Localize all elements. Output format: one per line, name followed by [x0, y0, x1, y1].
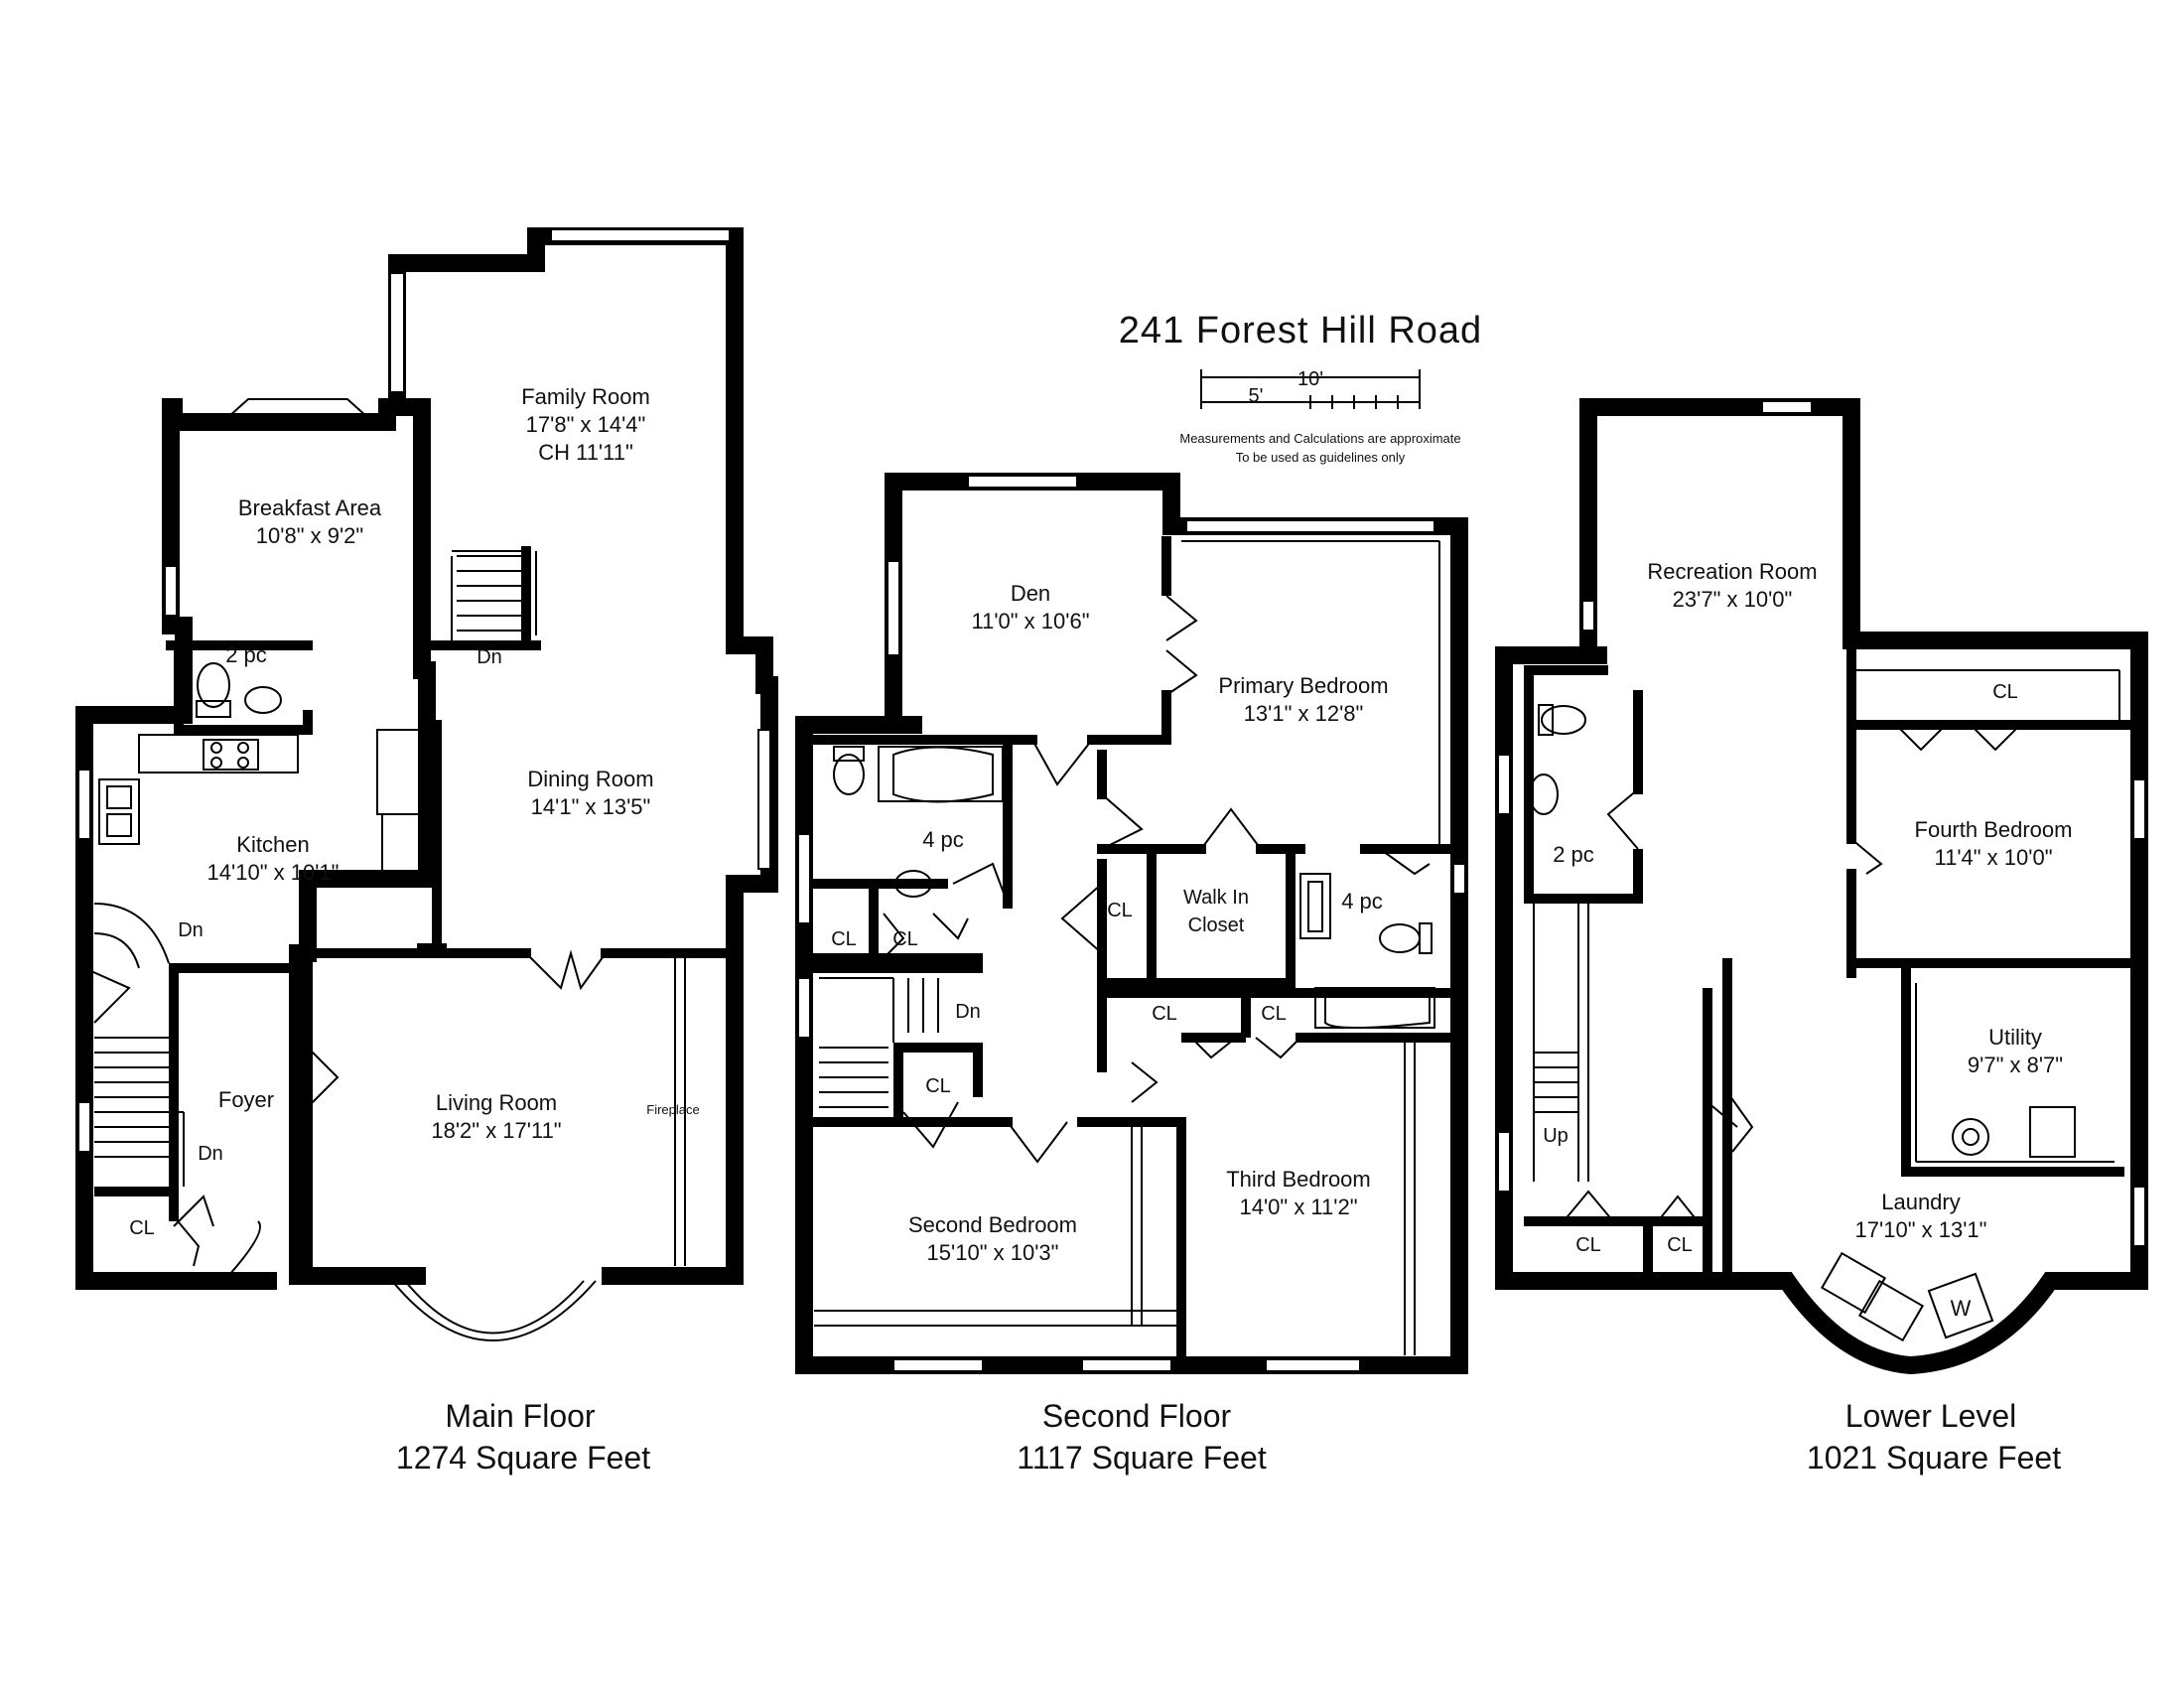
second-cl-label-6: CL [925, 1075, 951, 1097]
second-cl-label-5: CL [1261, 1003, 1287, 1025]
recreation-room-label: Recreation Room [1647, 559, 1817, 584]
lower-level-stairs [1533, 899, 1589, 1182]
main-2pc-label: 2 pc [225, 642, 267, 667]
family-room-stairs [457, 555, 521, 632]
second-cl-label-4: CL [1152, 1003, 1177, 1025]
disclaimer-line-2: To be used as guidelines only [1236, 450, 1406, 465]
second-cl-label-1: CL [1107, 900, 1133, 921]
recreation-room-dim: 23'7" x 10'0" [1673, 587, 1793, 612]
lower-up: Up [1543, 1125, 1569, 1147]
main-dn-family: Dn [477, 646, 502, 668]
lower-2pc-label: 2 pc [1553, 842, 1594, 867]
family-room-label: Family Room [521, 384, 650, 409]
utility-dim: 9'7" x 8'7" [1968, 1053, 2063, 1077]
foyer-label: Foyer [218, 1087, 274, 1112]
living-room-label: Living Room [436, 1090, 557, 1115]
main-floor-area: 1274 Square Feet [396, 1440, 650, 1476]
scale-label-10: 10' [1297, 368, 1323, 390]
scale-label-5: 5' [1249, 385, 1264, 407]
plan-title: 241 Forest Hill Road [1119, 310, 1482, 352]
main-floor-plan [75, 227, 778, 1341]
den-label: Den [1011, 581, 1050, 606]
utility-label: Utility [1988, 1025, 2042, 1050]
second-floor-stairs [819, 977, 939, 1108]
second-cl-label-3: CL [892, 928, 918, 950]
breakfast-area-label: Breakfast Area [238, 495, 382, 520]
living-room-dim: 18'2" x 17'11" [431, 1118, 561, 1143]
primary-bedroom-dim: 13'1" x 12'8" [1244, 701, 1364, 726]
main-dn-foyer: Dn [198, 1143, 223, 1165]
lower-level-name: Lower Level [1845, 1398, 2017, 1434]
main-floor-stairs [93, 903, 185, 1187]
family-room-dim: 17'8" x 14'4" [526, 412, 646, 437]
main-dn-kitchen: Dn [178, 919, 204, 941]
disclaimer-line-1: Measurements and Calculations are approx… [1179, 431, 1460, 446]
washer-label: W [1951, 1296, 1972, 1321]
dining-room-dim: 14'1" x 13'5" [531, 794, 651, 819]
second-4pc-a-label: 4 pc [922, 827, 964, 852]
second-bedroom-label: Second Bedroom [908, 1212, 1077, 1237]
lower-cl-label-2: CL [1575, 1234, 1601, 1256]
second-dn: Dn [955, 1001, 981, 1023]
primary-bedroom-label: Primary Bedroom [1218, 673, 1388, 698]
lower-cl-label-1: CL [1992, 681, 2018, 703]
lower-level-plan [1495, 398, 2148, 1375]
second-4pc-b-label: 4 pc [1341, 889, 1383, 914]
fourth-bedroom-label: Fourth Bedroom [1915, 817, 2073, 842]
kitchen-dim: 14'10" x 10'1" [207, 860, 340, 885]
breakfast-area-dim: 10'8" x 9'2" [256, 523, 363, 548]
third-bedroom-label: Third Bedroom [1226, 1167, 1371, 1192]
fourth-bedroom-dim: 11'4" x 10'0" [1934, 845, 2052, 870]
fireplace-label: Fireplace [646, 1102, 699, 1117]
lower-cl-label-3: CL [1667, 1234, 1693, 1256]
walk-in-closet-line-1: Walk In [1183, 887, 1249, 909]
laundry-label: Laundry [1881, 1190, 1961, 1214]
second-floor-plan [795, 473, 1468, 1374]
second-bedroom-dim: 15'10" x 10'3" [927, 1240, 1059, 1265]
second-floor-area: 1117 Square Feet [1017, 1440, 1267, 1476]
den-dim: 11'0" x 10'6" [971, 609, 1089, 633]
laundry-dim: 17'10" x 13'1" [1855, 1217, 1987, 1242]
lower-level-area: 1021 Square Feet [1807, 1440, 2061, 1476]
walk-in-closet-line-2: Closet [1188, 914, 1245, 936]
scale-bar: 10' 5' [1200, 368, 1421, 409]
kitchen-label: Kitchen [236, 832, 309, 857]
dining-room-label: Dining Room [527, 767, 653, 791]
second-floor-name: Second Floor [1042, 1398, 1232, 1434]
main-cl-label: CL [129, 1217, 155, 1239]
family-room-ceiling: CH 11'11" [538, 440, 633, 465]
main-floor-name: Main Floor [445, 1398, 596, 1434]
third-bedroom-dim: 14'0" x 11'2" [1239, 1195, 1357, 1219]
second-cl-label-2: CL [831, 928, 857, 950]
